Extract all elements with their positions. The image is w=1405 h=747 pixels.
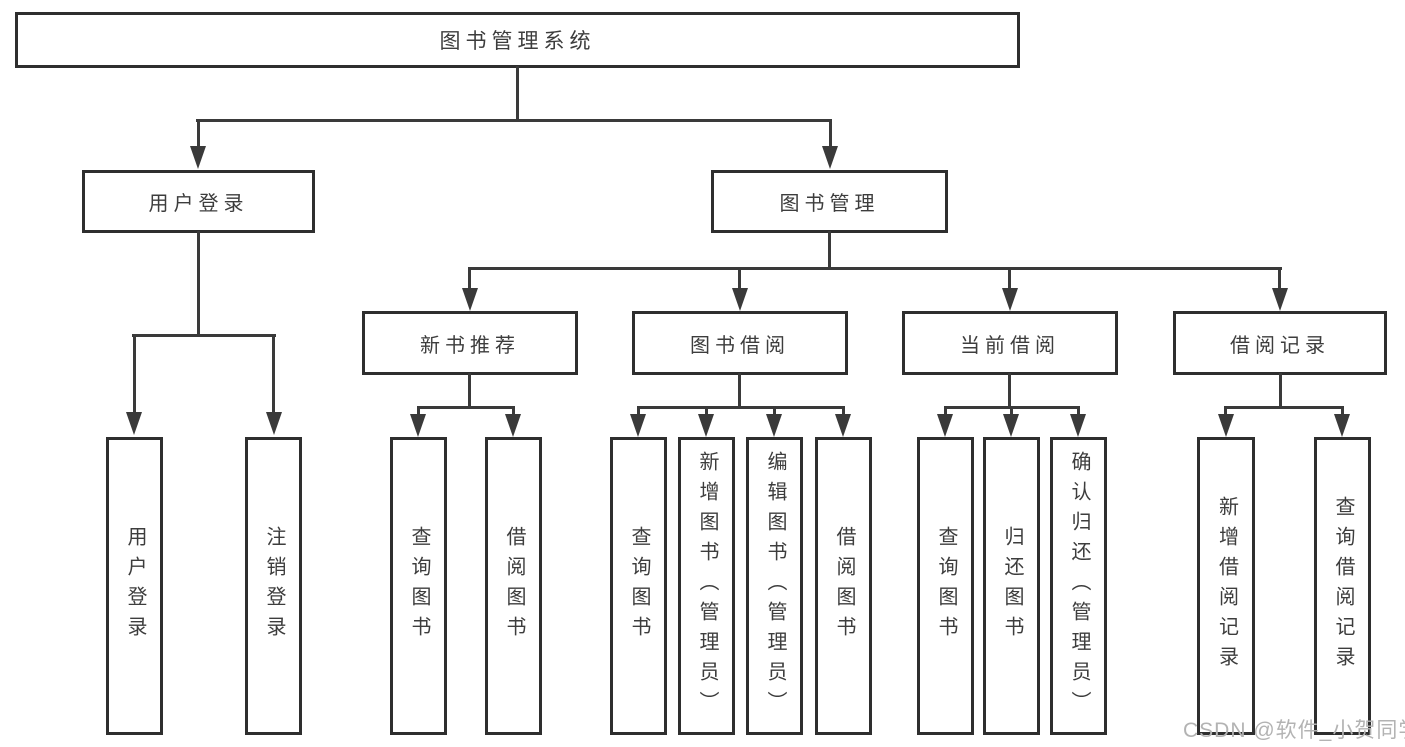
leaf-add-books-admin: 新增图书（管理员） bbox=[678, 437, 735, 735]
arrowhead-down-icon bbox=[505, 414, 521, 437]
leaf-return-books: 归还图书 bbox=[983, 437, 1040, 735]
leaf-label: 归还图书 bbox=[1001, 526, 1023, 646]
node-book-borrow: 图书借阅 bbox=[632, 311, 848, 375]
node-label: 借阅记录 bbox=[1230, 334, 1330, 357]
leaf-label: 借阅图书 bbox=[503, 526, 525, 646]
arrowhead-down-icon bbox=[1002, 288, 1018, 311]
leaf-logout: 注销登录 bbox=[245, 437, 302, 735]
arrowhead-down-icon bbox=[462, 288, 478, 311]
connector-line bbox=[417, 406, 420, 418]
connector-line bbox=[197, 231, 200, 337]
connector-line bbox=[637, 406, 640, 418]
leaf-label: 查询图书 bbox=[408, 526, 430, 646]
connector-line bbox=[842, 406, 845, 418]
connector-line bbox=[1279, 373, 1282, 409]
leaf-add-borrow-record: 新增借阅记录 bbox=[1197, 437, 1255, 735]
leaf-query-books-recommend: 查询图书 bbox=[390, 437, 447, 735]
node-label: 用户登录 bbox=[148, 193, 249, 215]
arrowhead-down-icon bbox=[410, 414, 426, 437]
arrowhead-down-icon bbox=[732, 288, 748, 311]
leaf-query-books-current: 查询图书 bbox=[917, 437, 974, 735]
node-label: 当前借阅 bbox=[960, 334, 1060, 357]
node-current-borrow: 当前借阅 bbox=[902, 311, 1118, 375]
node-book-management: 图书管理 bbox=[711, 170, 948, 233]
connector-line bbox=[468, 267, 471, 289]
leaf-edit-books-admin: 编辑图书（管理员） bbox=[746, 437, 803, 735]
arrowhead-down-icon bbox=[190, 146, 206, 169]
arrowhead-down-icon bbox=[630, 414, 646, 437]
connector-line bbox=[1224, 406, 1227, 418]
connector-line bbox=[773, 406, 776, 418]
leaf-label: 注销登录 bbox=[263, 526, 285, 646]
arrowhead-down-icon bbox=[937, 414, 953, 437]
leaf-label: 查询借阅记录 bbox=[1332, 496, 1354, 676]
arrowhead-down-icon bbox=[1334, 414, 1350, 437]
watermark: CSDN @软件_小贺同学 bbox=[1183, 719, 1405, 742]
leaf-label: 确认归还（管理员） bbox=[1068, 451, 1090, 721]
arrowhead-down-icon bbox=[822, 146, 838, 169]
leaf-label: 借阅图书 bbox=[833, 526, 855, 646]
connector-line bbox=[1008, 373, 1011, 409]
node-label: 图书借阅 bbox=[690, 334, 790, 357]
leaf-user-login: 用户登录 bbox=[106, 437, 163, 735]
leaf-label: 新增图书（管理员） bbox=[696, 451, 718, 721]
connector-line bbox=[417, 406, 515, 409]
connector-line bbox=[133, 334, 136, 413]
arrowhead-down-icon bbox=[698, 414, 714, 437]
arrowhead-down-icon bbox=[1070, 414, 1086, 437]
leaf-label: 用户登录 bbox=[124, 526, 146, 646]
connector-line bbox=[1341, 406, 1344, 418]
leaf-query-books: 查询图书 bbox=[610, 437, 667, 735]
arrowhead-down-icon bbox=[266, 412, 282, 435]
leaf-borrow-books: 借阅图书 bbox=[815, 437, 872, 735]
node-borrow-record: 借阅记录 bbox=[1173, 311, 1387, 375]
connector-line bbox=[738, 373, 741, 409]
connector-line bbox=[468, 267, 1282, 270]
arrowhead-down-icon bbox=[766, 414, 782, 437]
leaf-label: 新增借阅记录 bbox=[1215, 496, 1238, 676]
connector-line bbox=[468, 373, 471, 409]
connector-line bbox=[738, 267, 741, 289]
leaf-label: 编辑图书（管理员） bbox=[764, 451, 786, 721]
node-label: 新书推荐 bbox=[420, 334, 520, 357]
leaf-confirm-return-admin: 确认归还（管理员） bbox=[1050, 437, 1107, 735]
connector-line bbox=[516, 66, 519, 122]
arrowhead-down-icon bbox=[1003, 414, 1019, 437]
connector-line bbox=[1278, 267, 1281, 289]
connector-line bbox=[132, 334, 276, 337]
node-user-login: 用户登录 bbox=[82, 170, 315, 233]
connector-line bbox=[705, 406, 708, 418]
connector-line bbox=[196, 119, 832, 122]
connector-line bbox=[637, 406, 845, 409]
node-new-book-recommend: 新书推荐 bbox=[362, 311, 578, 375]
connector-line bbox=[944, 406, 947, 418]
leaf-borrow-books-recommend: 借阅图书 bbox=[485, 437, 542, 735]
connector-line bbox=[1077, 406, 1080, 418]
connector-line bbox=[197, 119, 200, 149]
connector-line bbox=[829, 119, 832, 149]
node-label: 图书管理 bbox=[779, 193, 880, 215]
connector-line bbox=[1010, 406, 1013, 418]
leaf-label: 查询图书 bbox=[628, 526, 650, 646]
connector-line bbox=[828, 231, 831, 270]
node-library-system: 图书管理系统 bbox=[15, 12, 1020, 68]
connector-line bbox=[1224, 406, 1344, 409]
arrowhead-down-icon bbox=[835, 414, 851, 437]
leaf-label: 查询图书 bbox=[935, 526, 957, 646]
connector-line bbox=[272, 334, 275, 413]
arrowhead-down-icon bbox=[1272, 288, 1288, 311]
arrowhead-down-icon bbox=[126, 412, 142, 435]
connector-line bbox=[1008, 267, 1011, 289]
connector-line bbox=[512, 406, 515, 418]
arrowhead-down-icon bbox=[1218, 414, 1234, 437]
node-label: 图书管理系统 bbox=[439, 30, 596, 53]
leaf-query-borrow-record: 查询借阅记录 bbox=[1314, 437, 1371, 735]
